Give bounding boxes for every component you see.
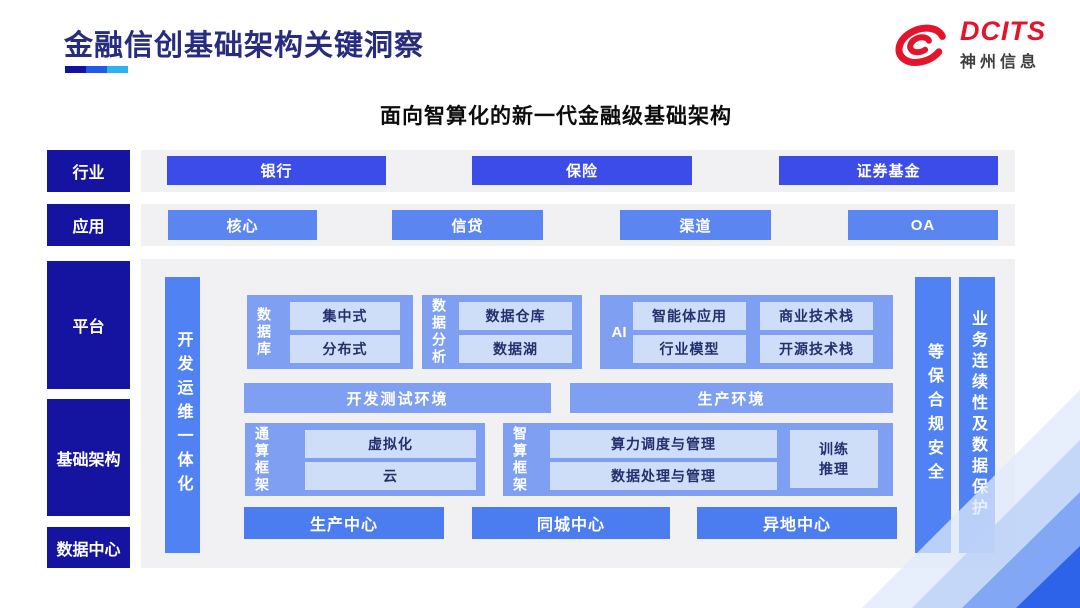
application-item-credit: 信贷 [392, 210, 543, 240]
underline-segment-dark [65, 66, 86, 73]
chip-cloud: 云 [305, 462, 476, 490]
chip-virtualization: 虚拟化 [305, 430, 476, 458]
chip-data-lake: 数据湖 [459, 335, 572, 363]
chip-commercial-stack: 商业技术栈 [760, 302, 873, 330]
underline-segment-mid [86, 66, 107, 73]
ai-group-label: AI [611, 323, 627, 341]
chip-data-processing: 数据处理与管理 [550, 462, 777, 490]
industry-item-securities: 证券基金 [779, 156, 998, 185]
devops-bar: 开发运维一体化 [165, 277, 200, 553]
chip-compute-scheduling: 算力调度与管理 [550, 430, 777, 458]
application-item-core: 核心 [168, 210, 317, 240]
training-inference-box: 训练 推理 [790, 430, 878, 488]
title-underline [65, 66, 128, 73]
production-environment-bar: 生产环境 [570, 383, 893, 413]
same-city-center-button: 同城中心 [472, 507, 670, 539]
logo-swirl-icon [895, 24, 946, 66]
chip-data-warehouse: 数据仓库 [459, 302, 572, 330]
row-label-application: 应用 [47, 204, 130, 246]
row-label-industry: 行业 [47, 150, 130, 192]
logo-company-text: 神州信息 [960, 54, 1041, 71]
industry-item-bank: 银行 [167, 156, 386, 185]
logo-brand-text: DCITS [960, 16, 1046, 46]
chip-opensource-stack: 开源技术栈 [760, 335, 873, 363]
dev-test-environment-bar: 开发测试环境 [244, 383, 551, 413]
business-continuity-bar: 业务连续性及数据保护 [959, 277, 995, 553]
inference-line: 推理 [819, 461, 849, 477]
training-line: 训练 [819, 440, 849, 457]
database-group-label: 数据库 [256, 306, 272, 358]
chip-distributed: 分布式 [290, 335, 400, 363]
page-title: 金融信创基础架构关键洞察 [64, 30, 425, 62]
chip-agent-app: 智能体应用 [633, 302, 746, 330]
general-compute-label: 通算框架 [254, 425, 270, 494]
application-item-channel: 渠道 [620, 210, 771, 240]
row-label-platform: 平台 [47, 261, 130, 389]
row-label-infrastructure: 基础架构 [47, 399, 130, 516]
diagram-title: 面向智算化的新一代金融级基础架构 [380, 105, 732, 128]
chip-centralized: 集中式 [290, 302, 400, 330]
chip-industry-model: 行业模型 [633, 335, 746, 363]
production-center-button: 生产中心 [244, 507, 444, 539]
security-compliance-bar: 等保合规安全 [915, 277, 951, 553]
remote-center-button: 异地中心 [697, 507, 897, 539]
analytics-group-label: 数据分析 [431, 298, 447, 366]
application-item-oa: OA [848, 210, 998, 240]
dcits-logo: DCITS 神州信息 [889, 18, 1046, 72]
industry-item-insurance: 保险 [472, 156, 692, 185]
intelligent-compute-label: 智算框架 [512, 425, 528, 494]
underline-segment-light [107, 66, 128, 73]
row-label-datacenter: 数据中心 [47, 527, 130, 568]
